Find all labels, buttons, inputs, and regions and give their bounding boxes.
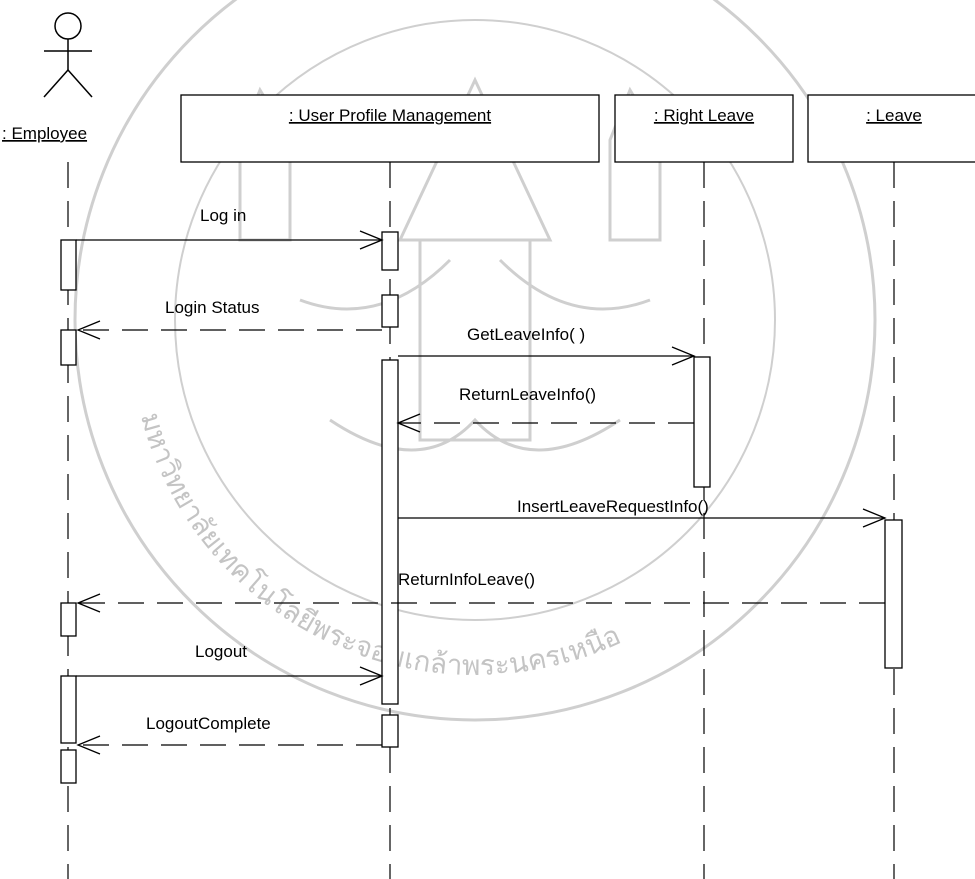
employee-actor-label: : Employee xyxy=(2,124,87,143)
employee-actor: : Employee xyxy=(2,12,93,143)
message-label: ReturnLeaveInfo() xyxy=(459,385,596,404)
return-arrow xyxy=(76,320,382,340)
message-label: Log in xyxy=(200,206,246,225)
leave-activation xyxy=(884,519,903,669)
message-arrow xyxy=(76,666,384,686)
employee-activation xyxy=(60,239,77,291)
employee-activation xyxy=(60,749,77,784)
object-right-leave: : Right Leave xyxy=(614,94,794,163)
user-profile-management-activation xyxy=(381,231,399,271)
return-arrow xyxy=(76,735,382,755)
return-arrow xyxy=(396,413,694,433)
message-label: GetLeaveInfo( ) xyxy=(467,325,585,344)
message-label: ReturnInfoLeave() xyxy=(398,570,535,589)
message-label: Login Status xyxy=(165,298,260,317)
object-leave: : Leave xyxy=(807,94,975,163)
message-label: InsertLeaveRequestInfo() xyxy=(517,497,709,516)
right-leave-activation xyxy=(693,356,711,488)
message-arrow xyxy=(398,346,696,366)
employee-activation xyxy=(60,675,77,744)
message-arrow xyxy=(76,230,384,250)
object-user-profile-management-label: : User Profile Management xyxy=(289,106,491,125)
object-right-leave-label: : Right Leave xyxy=(654,106,754,125)
object-leave-label: : Leave xyxy=(866,106,922,125)
employee-activation xyxy=(60,329,77,366)
message-label: LogoutComplete xyxy=(146,714,271,733)
message-label: Logout xyxy=(195,642,247,661)
user-profile-management-activation xyxy=(381,294,399,328)
message-arrow xyxy=(398,508,887,528)
return-arrow xyxy=(76,593,885,613)
user-profile-management-activation xyxy=(381,714,399,748)
employee-activation xyxy=(60,602,77,637)
object-user-profile-management: : User Profile Management xyxy=(180,94,600,163)
user-profile-management-activation xyxy=(381,359,399,705)
stick-figure-icon xyxy=(43,12,93,98)
